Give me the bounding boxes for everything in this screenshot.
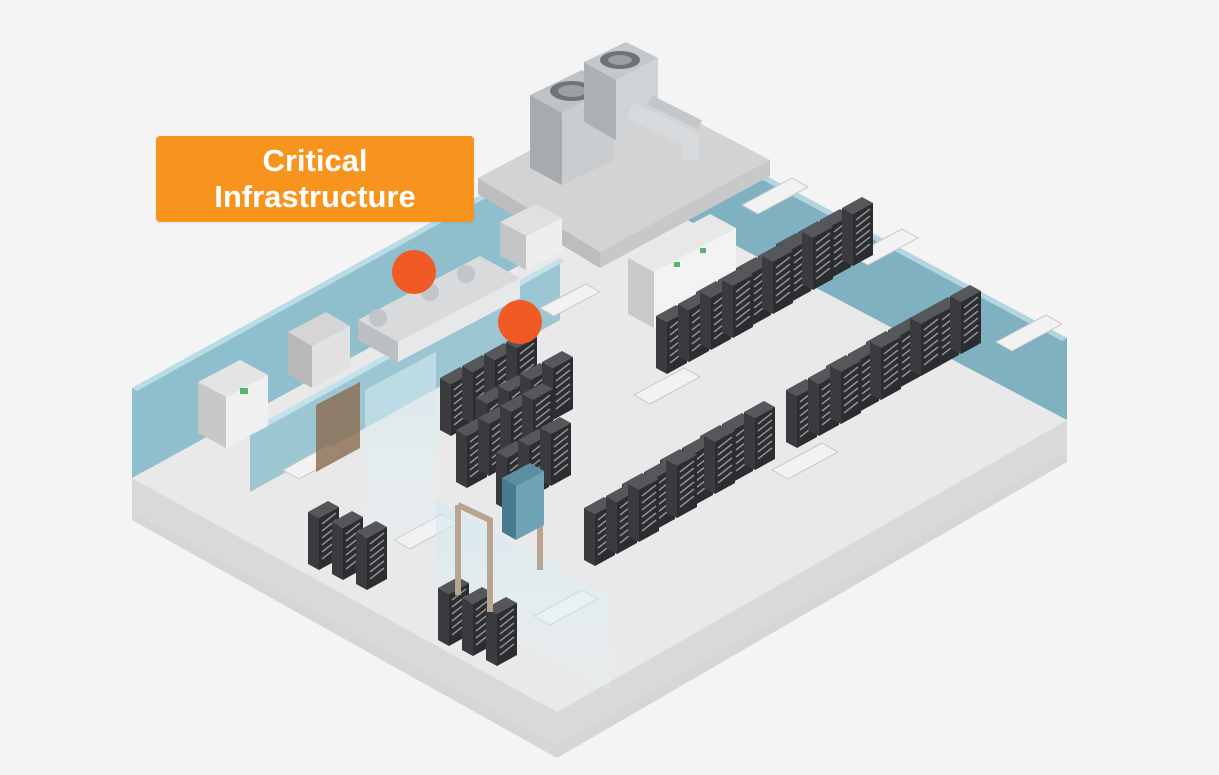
label-line-2: Infrastructure [214, 179, 416, 214]
alert-marker-pumps [392, 250, 436, 294]
ups-unit [288, 312, 350, 388]
label-line-1: Critical [262, 143, 368, 178]
server-rack [486, 597, 517, 666]
pump-skid [358, 256, 520, 362]
server-rack [870, 331, 901, 400]
server-rack [628, 473, 659, 542]
switchgear [628, 214, 736, 328]
server-rack [540, 417, 571, 486]
server-rack [722, 269, 753, 338]
chiller-unit-2 [584, 42, 658, 140]
server-racks [308, 197, 981, 666]
electrical-panel [500, 204, 562, 270]
security-gate [502, 463, 544, 540]
server-rack [762, 245, 793, 314]
alert-marker-racks [498, 300, 542, 344]
server-rack [830, 355, 861, 424]
server-rack [842, 197, 873, 266]
duct-pipes [625, 95, 703, 160]
server-rack [950, 285, 981, 354]
server-rack [802, 221, 833, 290]
glass-partition [316, 352, 610, 690]
server-rack [666, 449, 697, 518]
server-rack [910, 307, 941, 376]
server-rack [356, 521, 387, 590]
server-rack [744, 401, 775, 470]
floor-slab [132, 420, 1067, 745]
server-rack [704, 425, 735, 494]
critical-infrastructure-label: Critical Infrastructure [156, 136, 474, 222]
electrical-cabinet [198, 360, 268, 448]
server-rack [786, 379, 817, 448]
